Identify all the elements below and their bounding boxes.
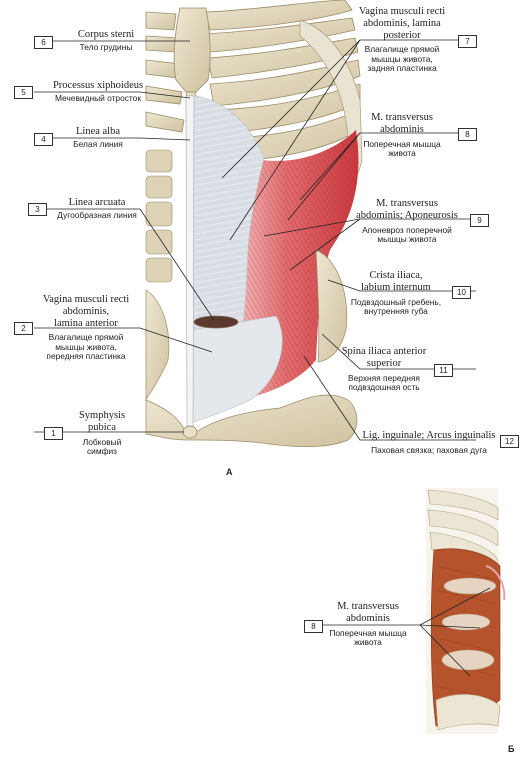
leader-lines xyxy=(34,39,491,677)
label-number: 7 xyxy=(458,35,477,48)
latin-term: Processus xiphoideus xyxy=(52,80,144,91)
latin-term: abdominis xyxy=(346,612,390,624)
russian-term: Влагалище прямой xyxy=(364,44,440,55)
latin-term: Crista iliaca, xyxy=(369,270,423,281)
latin-term: superior xyxy=(366,357,402,369)
label-crista-iliaca: Crista iliaca, labium internum Подвздошн… xyxy=(344,270,448,316)
label-linea-alba: Linea alba Белая линия xyxy=(48,126,148,149)
label-number: 3 xyxy=(28,203,47,216)
pelvis xyxy=(145,394,358,447)
latin-term: abdominis, xyxy=(62,305,110,317)
label-corpus-sterni: Corpus sterni Тело грудины xyxy=(46,29,166,52)
linea-alba xyxy=(185,95,195,429)
panel-b-illustration xyxy=(426,488,506,734)
label-vagina-lamina-anterior: Vagina musculi recti abdominis, lamina a… xyxy=(30,294,142,361)
left-ilium xyxy=(145,289,170,401)
latin-term: abdominis, lamina xyxy=(363,17,441,29)
latin-term: Lig. inguinale; Arcus inguinalis xyxy=(362,430,496,441)
label-number: 9 xyxy=(470,214,489,227)
latin-term: Spina iliaca anterior xyxy=(341,346,427,357)
russian-term: Лобковый xyxy=(82,436,122,447)
label-number: 11 xyxy=(434,364,453,377)
latin-term: abdominis xyxy=(380,123,424,135)
russian-term: живота xyxy=(354,636,382,647)
russian-term: передняя пластинка xyxy=(46,351,126,362)
russian-term: Паховая связка; паховая дуга xyxy=(371,444,487,455)
russian-term: Поперечная мышца xyxy=(363,138,441,149)
label-vagina-lamina-posterior: Vagina musculi recti abdominis, lamina p… xyxy=(346,6,458,73)
label-number: 12 xyxy=(500,435,519,448)
latin-term: Vagina musculi recti xyxy=(358,6,446,17)
spine xyxy=(145,149,173,283)
russian-term: Мечевидный отросток xyxy=(54,92,141,103)
latin-term: lamina anterior xyxy=(54,317,118,329)
latin-term: Symphysis xyxy=(78,410,126,421)
label-linea-arcuata: Linea arcuata Дугообразная линия xyxy=(42,197,152,220)
panel-a-letter: А xyxy=(226,467,233,477)
label-number: 5 xyxy=(14,86,33,99)
label-number: 2 xyxy=(14,322,33,335)
label-number: 4 xyxy=(34,133,53,146)
label-m-transversus-abdominis: M. transversus abdominis Поперечная мышц… xyxy=(350,112,454,158)
panel-b-letter: Б xyxy=(508,744,515,754)
russian-term: живота xyxy=(388,147,416,158)
label-processus-xiphoideus: Processus xiphoideus Мечевидный отросток xyxy=(28,80,168,103)
latin-term: labium internum xyxy=(361,281,431,293)
russian-term: мышцы живота, xyxy=(371,53,433,64)
russian-term: Поперечная мышца xyxy=(329,627,407,638)
right-iliac-crest xyxy=(315,249,348,363)
latin-term: Vagina musculi recti xyxy=(42,294,130,305)
anterior-lamina xyxy=(187,315,283,425)
latin-term: abdominis; Aponeurosis xyxy=(356,209,458,221)
label-number: 10 xyxy=(452,286,471,299)
russian-term: Подвздошный гребень, xyxy=(350,296,442,307)
symphysis-pubica xyxy=(182,425,198,439)
label-number: 8 xyxy=(304,620,323,633)
russian-term: Влагалище прямой xyxy=(48,332,124,343)
russian-term: внутренняя губа xyxy=(364,305,428,316)
russian-term: мышцы живота, xyxy=(55,341,117,352)
label-number: 8 xyxy=(458,128,477,141)
label-number: 6 xyxy=(34,36,53,49)
latin-term: pubica xyxy=(88,421,116,433)
russian-term: Верхняя передняя xyxy=(348,372,420,383)
russian-term: Дугообразная линия xyxy=(57,209,137,220)
label-spina-iliaca: Spina iliaca anterior superior Верхняя п… xyxy=(332,346,436,392)
latin-term: Corpus sterni xyxy=(77,29,135,40)
panel-a-illustration xyxy=(145,0,363,447)
latin-term: Linea arcuata xyxy=(68,197,126,208)
latin-term: posterior xyxy=(383,29,421,41)
russian-term: Белая линия xyxy=(73,138,123,149)
arcuate-window xyxy=(193,315,239,329)
russian-term: Апоневроз поперечной xyxy=(362,224,452,235)
russian-term: Тело грудины xyxy=(79,41,133,52)
latin-term: M. transversus xyxy=(376,198,438,209)
label-m-transversus-abdominis-b: M. transversus abdominis Поперечная мышц… xyxy=(316,601,420,647)
latin-term: M. transversus xyxy=(371,112,433,123)
latin-term: M. transversus xyxy=(337,601,399,612)
russian-term: мышцы живота xyxy=(377,233,437,244)
russian-term: симфиз xyxy=(86,445,118,456)
russian-term: подвздошная ость xyxy=(348,381,420,392)
label-number: 1 xyxy=(44,427,63,440)
label-aponeurosis: M. transversus abdominis; Aponeurosis Ап… xyxy=(344,198,470,244)
label-lig-inguinale: Lig. inguinale; Arcus inguinalis Паховая… xyxy=(356,430,502,455)
russian-term: задняя пластинка xyxy=(367,63,437,74)
latin-term: Linea alba xyxy=(75,126,120,137)
label-symphysis-pubica: Symphysis pubica Лобковый симфиз xyxy=(62,410,142,456)
